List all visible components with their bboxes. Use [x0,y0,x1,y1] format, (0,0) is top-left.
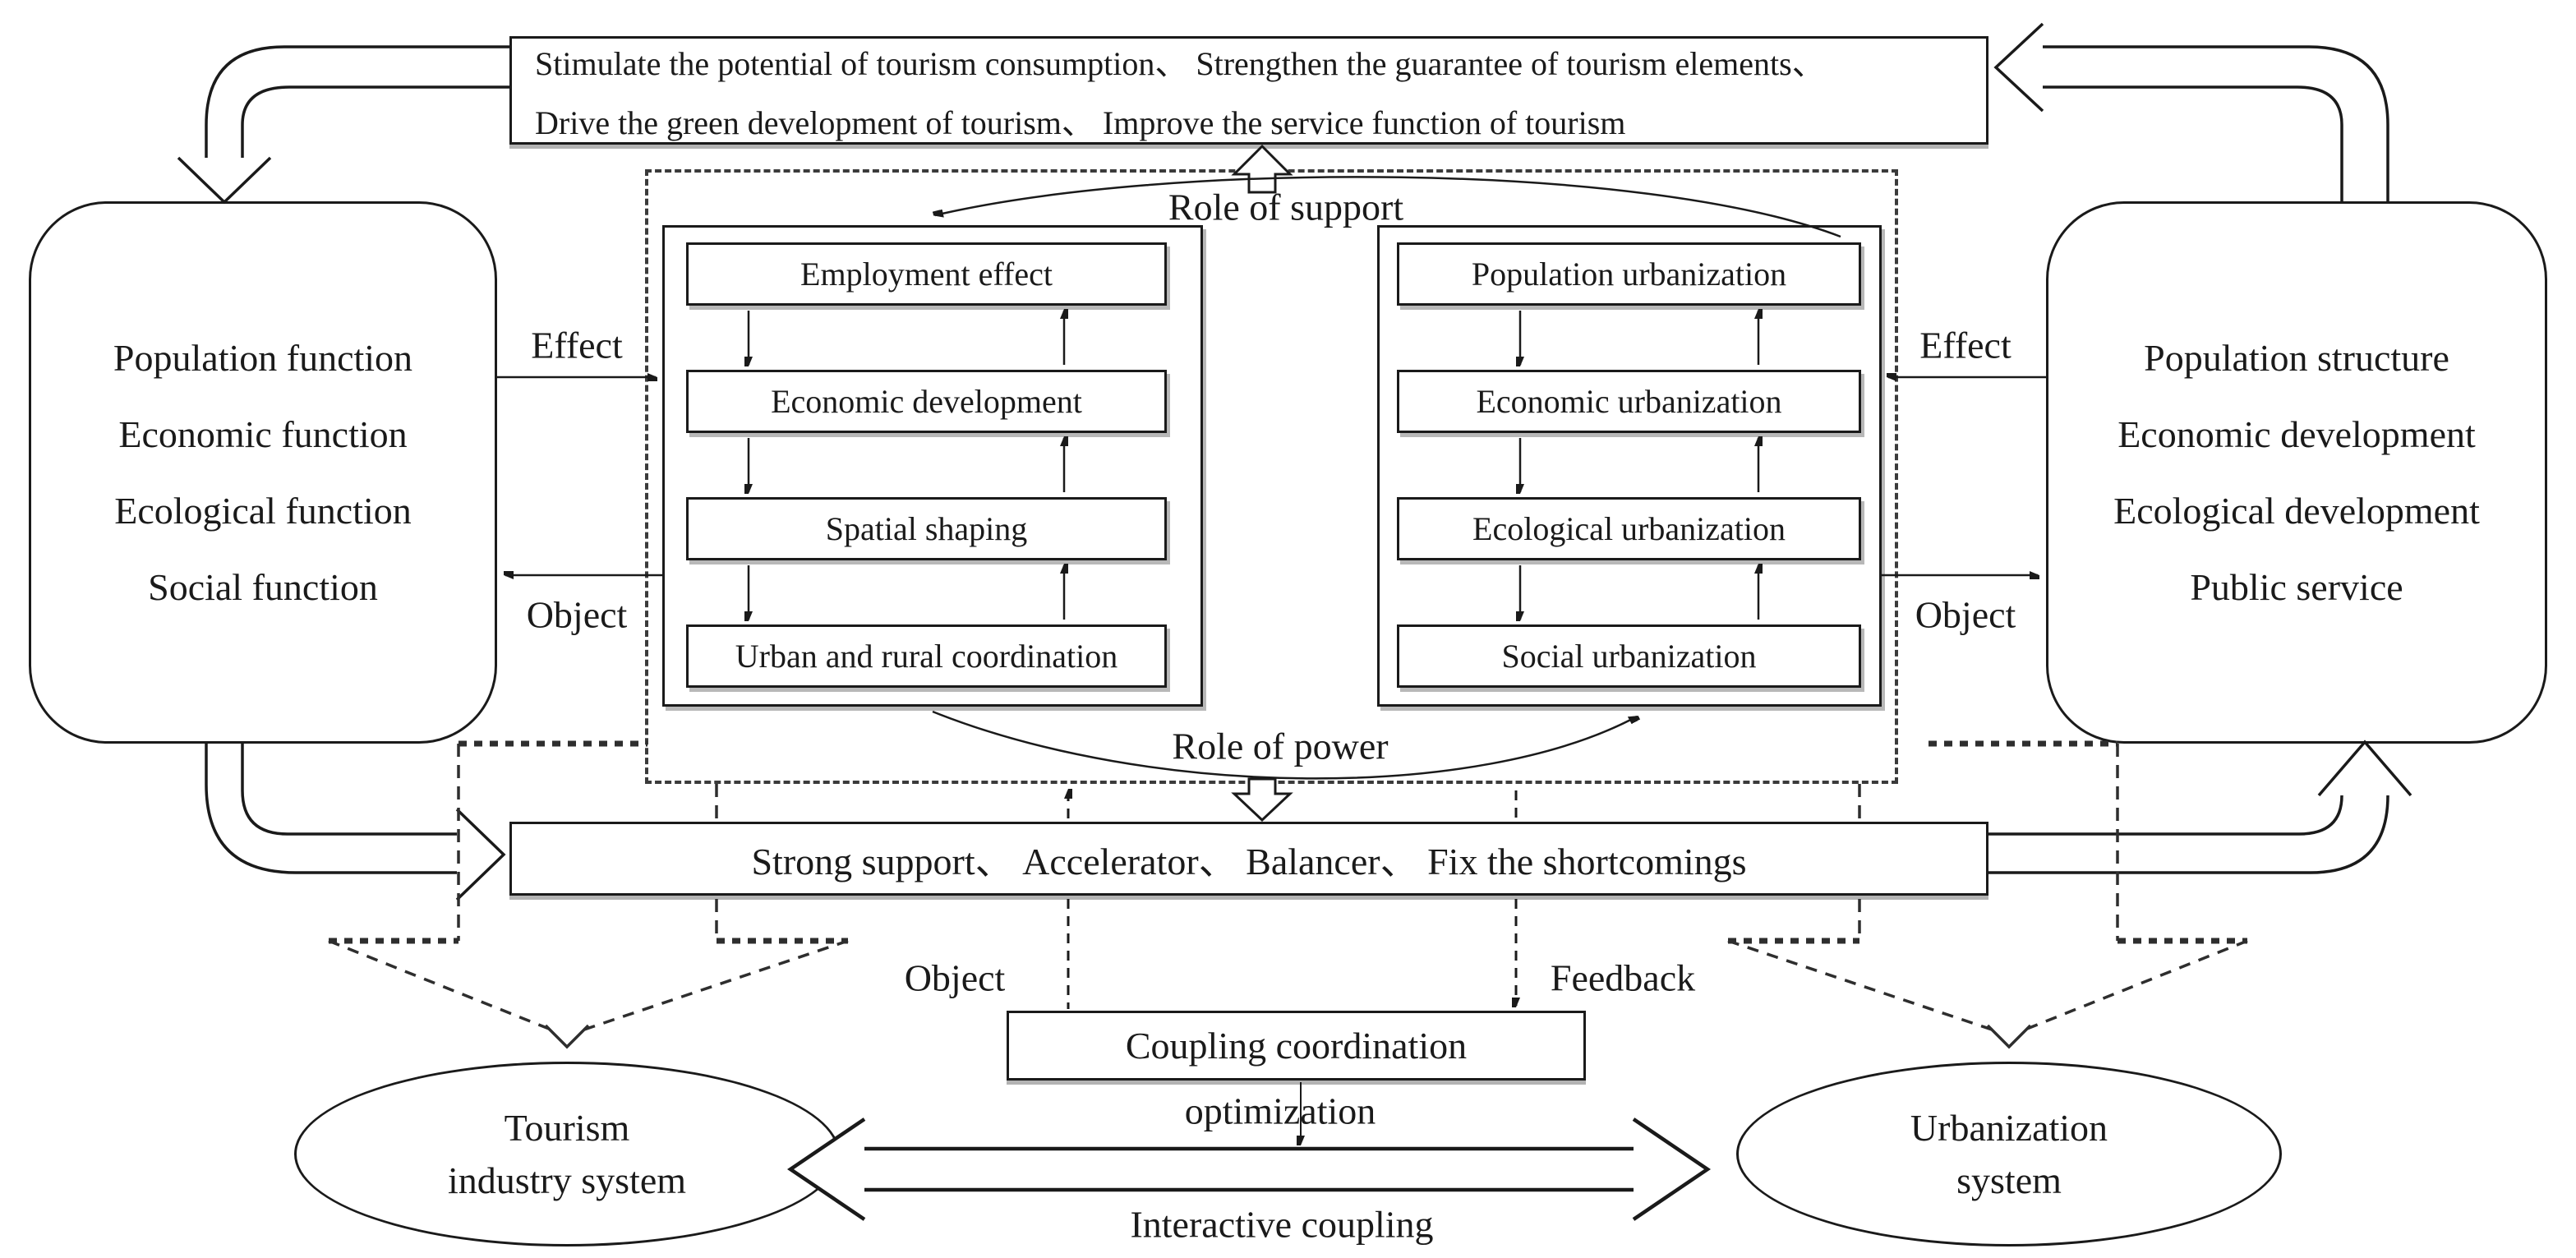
bar-label: Strong support、 Accelerator、 Balancer、 F… [751,841,1747,882]
tourism-function-box: Population function Economic function Ec… [29,201,497,744]
coupling-coordination-box: Coupling coordination [1007,1011,1586,1081]
hollow-down-arrow-icon [1231,777,1293,823]
chain-node-social-urbanization: Social urbanization [1397,624,1861,688]
banner-line-2: Drive the green development of tourism、 … [535,104,1626,141]
chain-node-label: Economic urbanization [1476,383,1782,420]
interactive-coupling-label: Interactive coupling [1130,1203,1434,1246]
effect-label-left: Effect [531,324,623,366]
role-of-support-label: Role of support [1168,186,1404,228]
ribbon-top-right-arrow [1993,22,2389,201]
object-label-right: Object [1915,593,2016,636]
chain-node-population-urbanization: Population urbanization [1397,242,1861,306]
coupling-coordination-label: Coupling coordination [1125,1025,1468,1067]
structure-item: Economic development [2117,413,2476,455]
optimization-label: optimization [1184,1090,1376,1132]
up-arrowhead-icon [2317,740,2412,797]
tourism-roles-banner: Stimulate the potential of tourism consu… [509,36,1988,145]
ellipse-label: system [1956,1159,2062,1201]
structure-item: Population structure [2144,337,2449,379]
ribbon-bottom-left-arrow [205,744,506,901]
ribbon-bottom-right-arrow [1988,740,2412,874]
chain-node-label: Urban and rural coordination [735,638,1118,675]
urbanization-structure-box: Population structure Economic developmen… [2046,201,2547,744]
ribbon-top-left-arrow [177,45,509,205]
chain-node-urban-rural-coordination: Urban and rural coordination [686,624,1167,688]
function-item: Social function [148,566,378,608]
chain-node-label: Population urbanization [1471,256,1787,293]
object-label-left: Object [526,593,628,636]
right-arrowhead-icon [455,808,506,901]
function-item: Ecological function [114,490,412,532]
dashed-apex-arrowhead-icon [1986,1024,2032,1049]
ellipse-label: Tourism [504,1106,630,1149]
chain-node-ecological-urbanization: Ecological urbanization [1397,497,1861,560]
chain-node-economic-development: Economic development [686,370,1167,433]
function-item: Economic function [118,413,408,455]
strong-support-bar: Strong support、 Accelerator、 Balancer、 F… [509,822,1988,896]
object-label-middle: Object [904,956,1006,999]
structure-item: Ecological development [2113,490,2480,532]
chain-node-label: Spatial shaping [825,510,1028,547]
chain-node-label: Social urbanization [1501,638,1757,675]
chain-node-spatial-shaping: Spatial shaping [686,497,1167,560]
role-of-power-label: Role of power [1172,725,1389,767]
function-item: Population function [113,337,413,379]
feedback-label: Feedback [1550,956,1696,999]
chain-node-label: Ecological urbanization [1472,510,1786,547]
effect-label-right: Effect [1919,324,2011,366]
left-arrowhead-icon [1993,22,2044,113]
banner-line-1: Stimulate the potential of tourism consu… [535,45,1825,82]
chain-node-economic-urbanization: Economic urbanization [1397,370,1861,433]
structure-item: Public service [2190,566,2403,608]
chain-node-label: Economic development [771,383,1082,420]
ellipse-label: Urbanization [1910,1106,2108,1149]
chain-node-label: Employment effect [800,256,1053,293]
urbanization-system-ellipse: Urbanization system [1736,1062,2282,1246]
down-arrowhead-icon [177,156,272,205]
dashed-apex-arrowhead-icon [544,1024,590,1049]
chain-node-employment-effect: Employment effect [686,242,1167,306]
right-arrowhead-icon [1632,1117,1712,1221]
tourism-industry-system-ellipse: Tourism industry system [294,1062,840,1246]
ellipse-label: industry system [447,1159,687,1201]
